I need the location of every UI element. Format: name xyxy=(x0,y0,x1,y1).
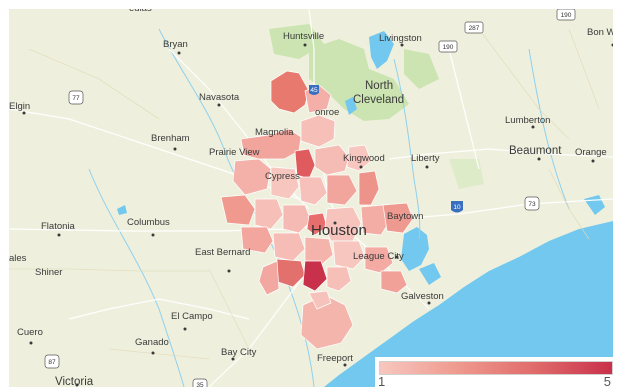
us-190b-shield: 190 xyxy=(556,9,576,21)
us-77-shield: 77 xyxy=(68,90,84,105)
us-87-shield: 87 xyxy=(44,354,60,369)
region-pasadena[interactable] xyxy=(332,240,366,270)
label-baytown: Baytown xyxy=(387,211,423,222)
label-gales: ales xyxy=(9,253,27,264)
region-cypress-northwest[interactable] xyxy=(232,158,272,196)
label-cuero: Cuero xyxy=(17,327,43,338)
lake-livingston xyxy=(369,31,394,69)
us-77-label: 77 xyxy=(72,95,80,102)
label-conroe: onroe xyxy=(315,107,339,118)
label-kingwood: Kingwood xyxy=(343,153,385,164)
map-view[interactable]: 77 190 190 287 45 10 73 87 xyxy=(9,9,613,387)
label-bay-city: Bay City xyxy=(221,347,257,358)
label-flatonia: Flatonia xyxy=(41,221,76,232)
label-livingston: Livingston xyxy=(379,33,422,44)
gulf-of-mexico xyxy=(324,221,613,387)
label-liberty: Liberty xyxy=(411,153,440,164)
i-10-shield: 10 xyxy=(451,201,463,213)
label-cypress: Cypress xyxy=(265,171,300,182)
label-houston: Houston xyxy=(311,222,367,239)
map-canvas[interactable]: 77 190 190 287 45 10 73 87 xyxy=(9,9,613,387)
us-287-label: 287 xyxy=(469,25,480,32)
highway-shields: 77 190 190 287 45 10 73 87 xyxy=(44,9,576,387)
color-legend: 1 5 xyxy=(375,357,615,390)
label-el-campo: El Campo xyxy=(171,311,213,322)
label-columbus: Columbus xyxy=(127,217,170,228)
region-west-houston[interactable] xyxy=(282,204,312,234)
label-shiner: Shiner xyxy=(35,267,62,278)
region-west-columbia[interactable] xyxy=(308,290,332,310)
region-cypress[interactable] xyxy=(270,166,300,200)
region-missouri-city[interactable] xyxy=(304,236,334,266)
city-labels: edias Bryan Huntsville Livingston Navaso… xyxy=(9,9,613,387)
label-north: North xyxy=(365,80,393,92)
legend-min-label: 1 xyxy=(378,374,386,389)
region-katy[interactable] xyxy=(254,198,284,230)
region-kingwood-west[interactable] xyxy=(314,144,350,176)
lake-conroe xyxy=(345,97,357,115)
region-tomball[interactable] xyxy=(298,176,328,206)
region-rosenberg-south[interactable] xyxy=(258,260,280,296)
choropleth-regions[interactable] xyxy=(220,70,414,350)
i-10-label: 10 xyxy=(453,204,461,211)
label-elgin: Elgin xyxy=(9,101,30,112)
region-fulshear[interactable] xyxy=(240,226,274,254)
label-orange: Orange xyxy=(575,147,607,158)
city-markers xyxy=(22,43,613,387)
region-humble[interactable] xyxy=(326,174,358,206)
galveston-bay xyxy=(401,227,429,271)
region-kingwood[interactable] xyxy=(346,144,372,172)
label-navasota: Navasota xyxy=(199,92,240,103)
label-ganado: Ganado xyxy=(135,337,169,348)
region-energy-corridor[interactable] xyxy=(306,212,328,236)
us-190b-label: 190 xyxy=(561,12,572,19)
label-freeport: Freeport xyxy=(317,353,353,364)
minor-roads xyxy=(9,28,600,360)
label-brenham: Brenham xyxy=(151,133,190,144)
label-bon-wier: Bon Wi xyxy=(587,27,613,38)
region-channelview[interactable] xyxy=(360,204,392,236)
us-73-shield: 73 xyxy=(524,196,540,211)
region-pearland-south[interactable] xyxy=(302,260,328,292)
region-baytown[interactable] xyxy=(382,202,414,234)
region-katy-far-west[interactable] xyxy=(220,194,256,226)
us-287-shield: 287 xyxy=(464,21,484,34)
label-bedias: edias xyxy=(129,9,152,14)
us-190a-label: 190 xyxy=(443,44,454,51)
us-87-label: 87 xyxy=(48,359,56,366)
label-east-bernard: East Bernard xyxy=(195,247,250,258)
label-prairie-view: Prairie View xyxy=(209,147,260,158)
legend-max-label: 5 xyxy=(603,374,611,389)
label-cleveland: Cleveland xyxy=(353,94,404,106)
label-huntsville: Huntsville xyxy=(283,31,324,42)
us-35-shield: 35 xyxy=(192,378,208,387)
us-35-label: 35 xyxy=(196,382,204,387)
region-league-city[interactable] xyxy=(364,246,394,274)
label-lumberton: Lumberton xyxy=(505,115,550,126)
us-190a-shield: 190 xyxy=(438,40,458,53)
label-bryan: Bryan xyxy=(163,39,188,50)
label-victoria: Victoria xyxy=(55,376,94,387)
region-texas-city[interactable] xyxy=(380,270,408,294)
legend-gradient-bar xyxy=(379,361,613,375)
region-spring[interactable] xyxy=(294,148,316,180)
us-73-label: 73 xyxy=(528,201,536,208)
region-crosby[interactable] xyxy=(358,170,380,206)
i-45-shield: 45 xyxy=(309,85,319,95)
label-beaumont: Beaumont xyxy=(509,145,562,157)
i-45-label: 45 xyxy=(310,87,318,94)
region-conroe-north[interactable] xyxy=(270,70,310,114)
label-league-city: League City xyxy=(353,251,404,262)
label-galveston: Galveston xyxy=(401,291,444,302)
region-conroe-south[interactable] xyxy=(300,114,336,148)
region-sugar-land[interactable] xyxy=(272,232,306,262)
water-bodies xyxy=(117,31,613,387)
label-magnolia: Magnolia xyxy=(255,127,294,138)
region-alvin[interactable] xyxy=(326,266,352,292)
forest-areas xyxy=(269,24,484,189)
